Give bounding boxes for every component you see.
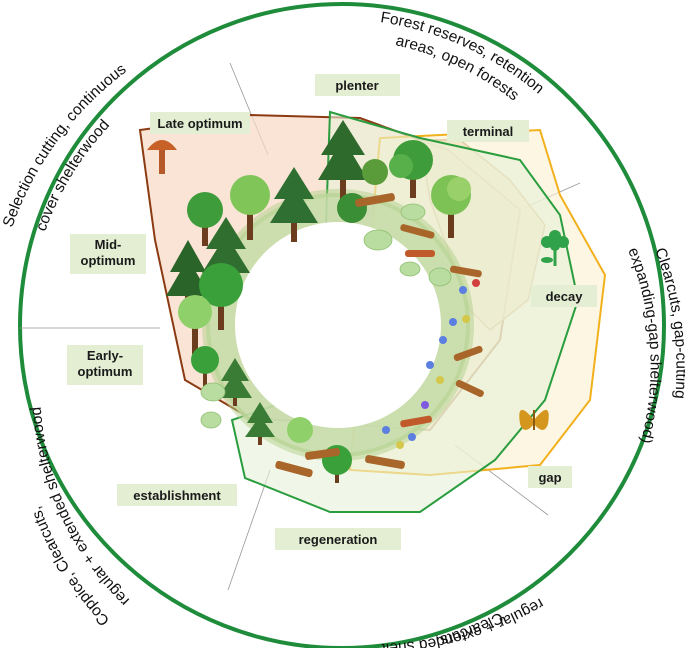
conifer-tree-icon <box>318 120 368 200</box>
svg-text:decay: decay <box>546 289 584 304</box>
top-right-management-line1: Forest reserves, retention <box>379 9 547 97</box>
mushroom-icon <box>147 140 177 174</box>
inner-circle <box>235 222 441 428</box>
gap-label: gap <box>528 466 572 488</box>
svg-text:optimum: optimum <box>81 253 136 268</box>
broadleaf-tree-icon <box>389 140 433 198</box>
mid-optimum-label: Mid- optimum <box>70 234 146 274</box>
early-optimum-label: Early- optimum <box>67 345 143 385</box>
stage-labels: plenter terminal Late optimum Mid- optim… <box>67 74 597 550</box>
outer-ring <box>18 2 666 648</box>
butterfly-icon <box>519 409 549 430</box>
svg-text:regeneration: regeneration <box>299 532 378 547</box>
svg-text:Late optimum: Late optimum <box>157 116 242 131</box>
establishment-label: establishment <box>117 484 237 506</box>
broadleaf-tree-icon <box>362 159 388 185</box>
svg-text:Early-: Early- <box>87 348 123 363</box>
broadleaf-tree-icon <box>199 263 243 330</box>
conifer-tree-icon <box>270 167 318 242</box>
top-left-management-line1: Selection cutting, continuous <box>0 61 130 230</box>
regeneration-label: regeneration <box>275 528 401 550</box>
svg-text:gap: gap <box>538 470 561 485</box>
svg-text:establishment: establishment <box>133 488 221 503</box>
broadleaf-tree-icon <box>337 193 367 223</box>
decay-label: decay <box>531 285 597 307</box>
broadleaf-tree-icon <box>287 417 313 443</box>
terminal-label: terminal <box>447 120 529 142</box>
top-left-management-line2: cover shelterwood <box>33 116 113 233</box>
svg-text:optimum: optimum <box>78 364 133 379</box>
forest-illustrations <box>147 120 569 483</box>
green-flower-icon <box>541 230 569 266</box>
broadleaf-tree-icon <box>187 192 223 246</box>
svg-text:terminal: terminal <box>463 124 514 139</box>
plenter-label: plenter <box>315 74 400 96</box>
late-optimum-label: Late optimum <box>150 112 250 134</box>
conifer-tree-icon <box>245 402 275 445</box>
broadleaf-tree-icon <box>191 346 219 390</box>
flower-icons <box>382 279 480 449</box>
bush-icon <box>200 203 452 429</box>
conifer-tree-icon <box>218 358 252 406</box>
svg-text:plenter: plenter <box>335 78 378 93</box>
svg-text:Mid-: Mid- <box>95 237 122 252</box>
broadleaf-tree-icon <box>431 175 471 238</box>
broadleaf-tree-icon <box>230 175 270 240</box>
right-management-line2: expanding-gap shelterwood) <box>624 245 663 445</box>
deadwood-icon <box>275 193 484 478</box>
broadleaf-tree-icon <box>178 295 212 354</box>
